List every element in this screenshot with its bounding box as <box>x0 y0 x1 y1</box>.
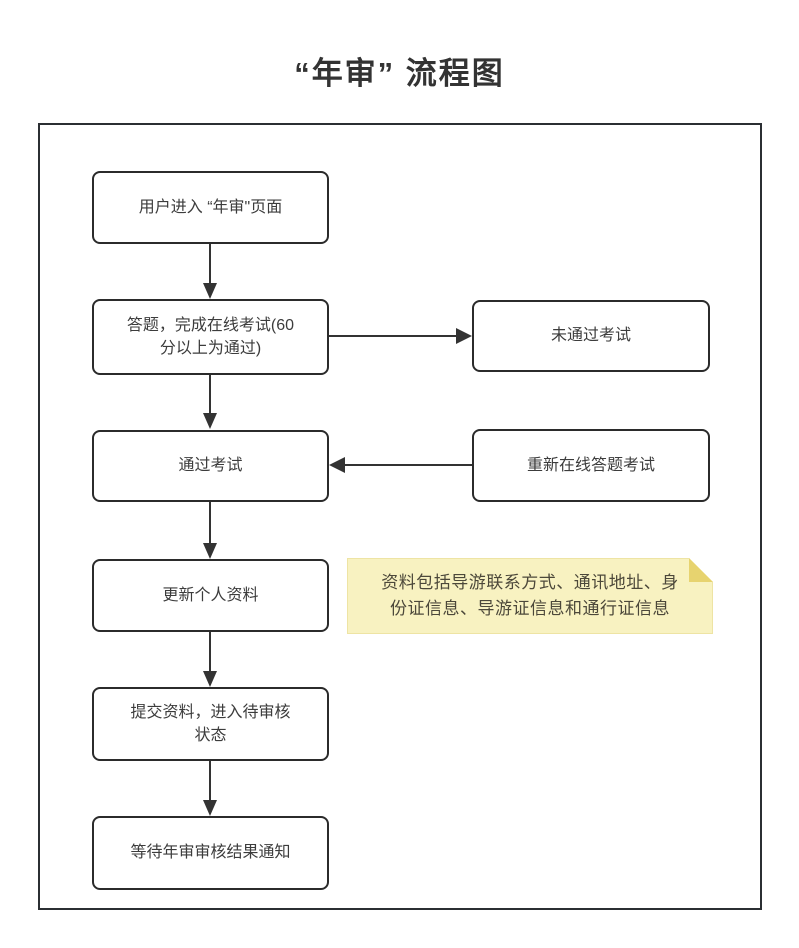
flow-box-update-profile: 更新个人资料 <box>92 559 329 632</box>
page-title: “年审” 流程图 <box>294 56 505 91</box>
arrow-line-exam-to-pass <box>209 375 211 413</box>
flow-box-wait-result: 等待年审审核结果通知 <box>92 816 329 890</box>
arrow-line-exam-to-failed <box>329 335 456 337</box>
flow-box-exam-failed: 未通过考试 <box>472 300 710 372</box>
arrow-head-down-icon <box>203 413 217 429</box>
arrow-head-down-icon <box>203 671 217 687</box>
diagram-frame <box>38 123 762 910</box>
arrow-line-pass-to-update <box>209 502 211 543</box>
arrow-head-left-icon <box>329 457 345 473</box>
flow-box-pass-exam: 通过考试 <box>92 430 329 502</box>
arrow-line-enter-to-exam <box>209 244 211 283</box>
note-text: 资料包括导游联系方式、通讯地址、身 份证信息、导游证信息和通行证信息 <box>381 572 679 618</box>
arrow-line-submit-to-wait <box>209 761 211 800</box>
flow-box-retake-exam: 重新在线答题考试 <box>472 429 710 502</box>
flow-box-submit-material: 提交资料，进入待审核 状态 <box>92 687 329 761</box>
flow-box-online-exam: 答题，完成在线考试(60 分以上为通过) <box>92 299 329 375</box>
arrow-head-down-icon <box>203 800 217 816</box>
note-annotation: 资料包括导游联系方式、通讯地址、身 份证信息、导游证信息和通行证信息 <box>347 558 713 634</box>
arrow-line-retake-to-pass <box>345 464 472 466</box>
arrow-line-update-to-submit <box>209 632 211 671</box>
arrow-head-down-icon <box>203 283 217 299</box>
flow-box-enter-page: 用户进入 “年审"页面 <box>92 171 329 244</box>
arrow-head-down-icon <box>203 543 217 559</box>
arrow-head-right-icon <box>456 328 472 344</box>
